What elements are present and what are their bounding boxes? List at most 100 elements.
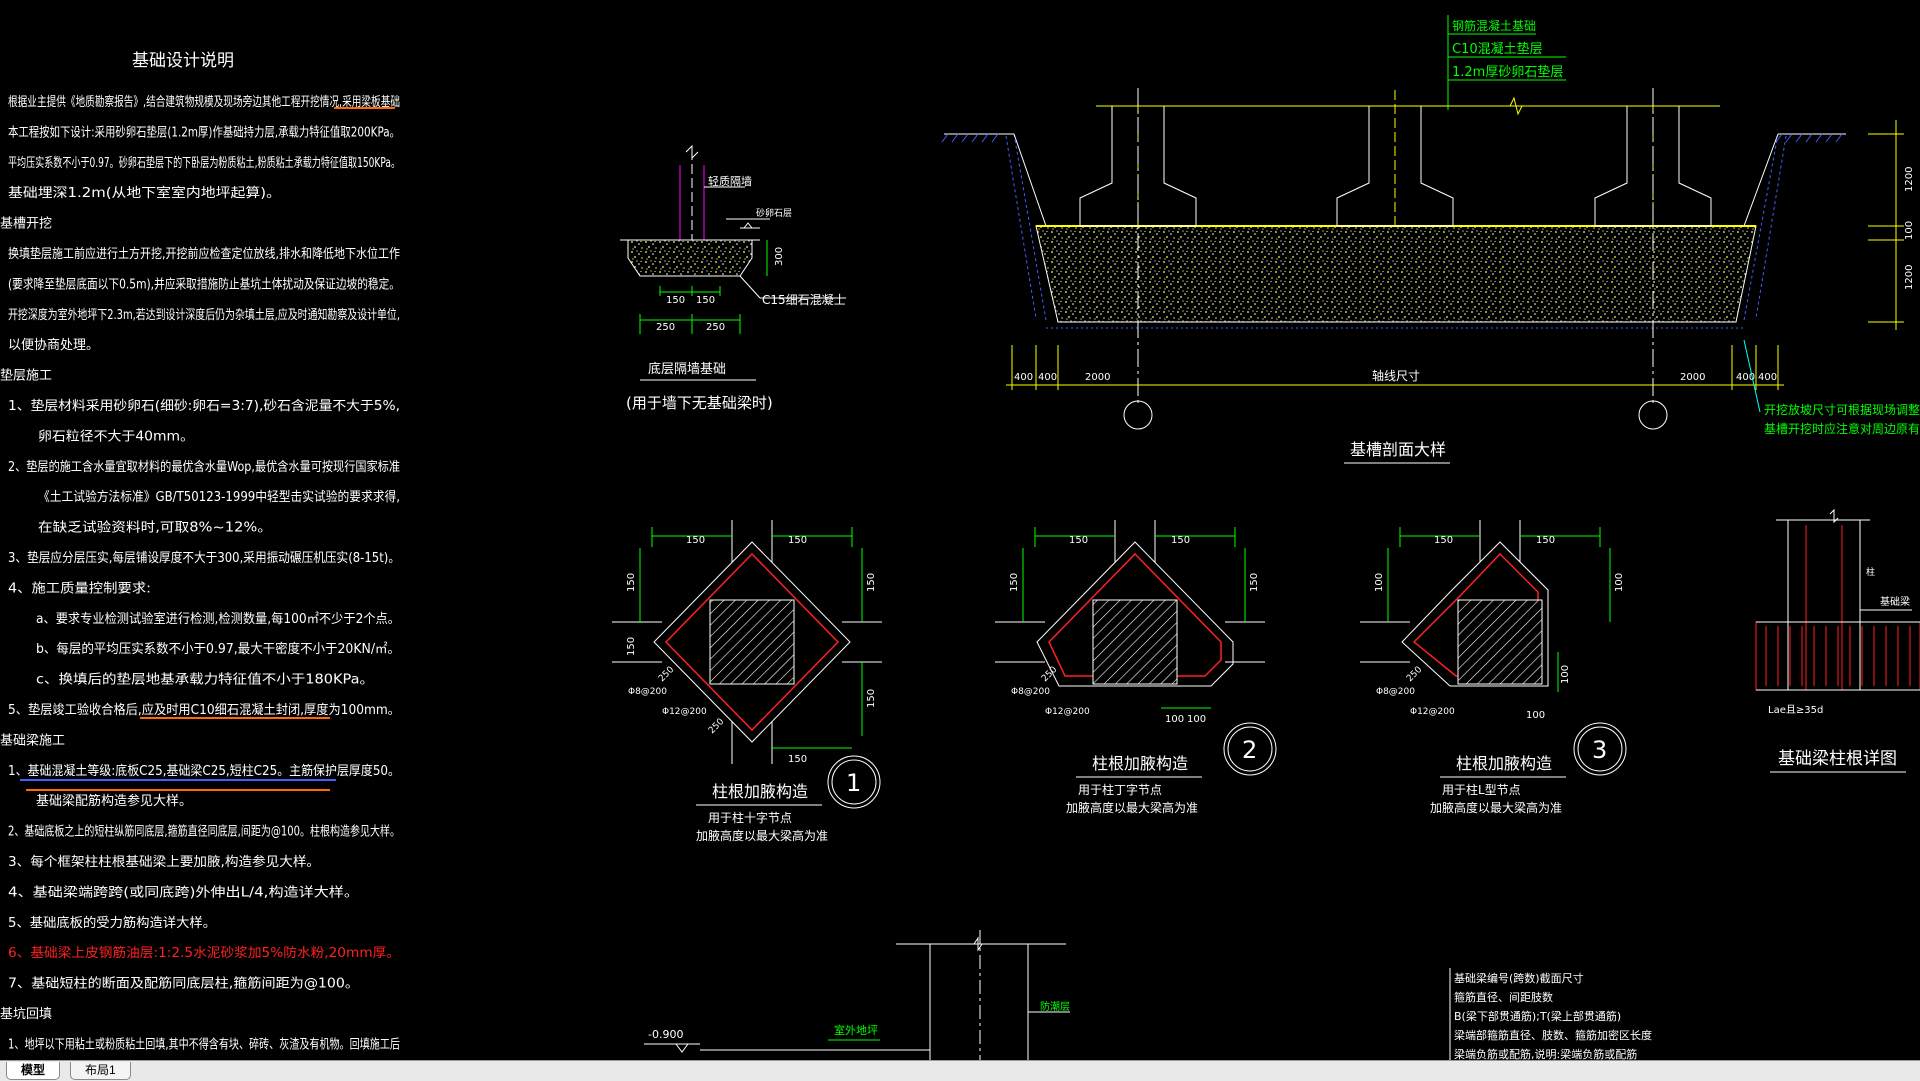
notes-line: a、要求专业检测试验室进行检测,检测数量,每100㎡不少于2个点。 (36, 611, 400, 627)
dim-400: 400 (1758, 372, 1777, 383)
beam-detail-title: 基础梁柱根详图 (1778, 749, 1897, 769)
detail-subtitle: 加腋高度以最大梁高为准 (1430, 800, 1562, 815)
dim-100: 100 (1904, 221, 1915, 240)
notes-line: 根据业主提供《地质勘察报告》,结合建筑物规模及现场旁边其他工程开挖情况,采用梁板… (8, 94, 400, 110)
notes-line: 7、基础短柱的断面及配筋同底层柱,箍筋间距为@100。 (8, 976, 359, 992)
notes-line: 5、垫层竣工验收合格后,应及时用C10细石混凝土封闭,厚度为100mm。 (8, 702, 400, 718)
label-damp-layer: 防潮层 (1040, 1000, 1070, 1013)
label-beam: 基础梁 (1880, 595, 1910, 608)
detail-number-circle (1573, 722, 1627, 776)
dim-400: 400 (1038, 372, 1057, 383)
notes-line: 基坑回填 (0, 1007, 52, 1022)
dim-text: 150 (1249, 573, 1260, 592)
label-wall: 轻质隔墙 (708, 174, 752, 188)
beam-note-line: 梁端部箍筋直径、肢数、箍筋加密区长度 (1454, 1028, 1652, 1042)
section-title: 基槽剖面大样 (1350, 440, 1446, 459)
notes-line: 基槽开挖 (0, 217, 52, 232)
notes-line: 3、垫层应分层压实,每层铺设厚度不大于300,采用振动碾压机压实(8-15t)。 (8, 550, 400, 566)
level-mark: -0.900 (648, 1028, 683, 1041)
rebar-label: Φ8@200 (1376, 687, 1415, 697)
label-lae: Lae且≥35d (1768, 704, 1823, 716)
dim-text: 250 (657, 665, 676, 684)
notes-line: (要求降至垫层底面以下0.5m),并应采取措施防止基坑土体扰动及保证边坡的稳定。 (8, 276, 400, 292)
notes-line: 1、地坪以下用粘土或粉质粘土回填,其中不得含有块、碎砖、灰渣及有机物。回填施工后 (8, 1036, 400, 1052)
detail-subtitle: 用于柱十字节点 (708, 810, 792, 825)
label-cushion: 砂卵石层 (756, 207, 792, 219)
notes-line: 在缺乏试验资料时,可取8%~12%。 (38, 520, 272, 536)
rebar-label: Φ12@200 (662, 707, 707, 717)
dim-1200: 1200 (1904, 167, 1915, 192)
dim-250: 250 (656, 322, 675, 333)
dim-text: 250 (1405, 665, 1424, 684)
label-concrete: C15细石混凝土 (762, 292, 846, 307)
dim-text: 150 (788, 535, 807, 546)
notes-line: 2、垫层的施工含水量宜取材料的最优含水量Wop,最优含水量可按现行国家标准 (8, 459, 400, 475)
rebar-label: Φ8@200 (1011, 687, 1050, 697)
dim-text: 150 (1536, 535, 1555, 546)
notes-line: 1、垫层材料采用砂卵石(细砂:卵石=3:7),砂石含泥量不大于5%, (8, 398, 400, 414)
dim-text: 150 (1171, 535, 1190, 546)
dim-text: 100 (1187, 714, 1206, 725)
notes-title: 基础设计说明 (132, 51, 234, 71)
notes-line: 平均压实系数不小于0.97。砂卵石垫层下的下卧层为粉质粘土,粉质粘土承载力特征值… (8, 155, 400, 171)
dim-2000: 2000 (1680, 372, 1705, 383)
notes-line: 1、基础混凝土等级:底板C25,基础梁C25,短柱C25。主筋保护层厚度50。 (8, 763, 400, 779)
dim-text: 150 (1009, 573, 1020, 592)
dim-text: 100 (1560, 665, 1571, 684)
label-column: 柱 (1866, 566, 1875, 578)
notes-line: 换填垫层施工前应进行土方开挖,开挖前应检查定位放线,排水和降低地下水位工作 (8, 246, 400, 262)
dim-text: 150 (1069, 535, 1088, 546)
dim-text: 150 (1434, 535, 1453, 546)
dim-text: 100 (1165, 714, 1184, 725)
detail-number-circle (1223, 722, 1277, 776)
detail-subtitle: 用于柱丁字节点 (1078, 782, 1162, 797)
rebar-label: Φ12@200 (1410, 707, 1455, 717)
notes-line: 基础梁配筋构造参见大样。 (36, 793, 192, 809)
dim-250: 250 (706, 322, 725, 333)
notes-line: c、换填后的垫层地基承载力特征值不小于180KPa。 (36, 672, 374, 688)
notes-line: 《土工试验方法标准》GB/T50123-1999中轻型击实试验的要求求得, (38, 489, 400, 505)
notes-lines: 根据业主提供《地质勘察报告》,结合建筑物规模及现场旁边其他工程开挖情况,采用梁板… (0, 94, 400, 1052)
detail-title: 柱根加腋构造 (1456, 754, 1552, 773)
dim-1200: 1200 (1904, 265, 1915, 290)
detail-number-circle (827, 755, 881, 809)
section-note-caution: 基槽开挖时应注意对周边原有建筑的 (1764, 421, 1920, 436)
dim-text: 150 (788, 754, 807, 765)
label-outdoor-floor: 室外地坪 (834, 1023, 878, 1037)
notes-line: 4、基础梁端跨跨(或同底跨)外伸出L/4,构造详大样。 (8, 884, 359, 900)
dim-150: 150 (666, 295, 685, 306)
tab-layout-1[interactable]: 布局1 (70, 1062, 131, 1080)
section-note-slope: 开挖放坡尺寸可根据现场调整 (1764, 402, 1920, 417)
rebar-label: Φ12@200 (1045, 707, 1090, 717)
detail-number: 2 (1242, 736, 1257, 764)
notes-line: 基础埋深1.2m(从地下室室内地坪起算)。 (8, 185, 281, 201)
dim-text: 100 (1374, 573, 1385, 592)
beam-note-line: 梁端负筋或配筋,说明:梁端负筋或配筋 (1454, 1047, 1637, 1060)
tab-model[interactable]: 模型 (6, 1062, 61, 1080)
strip-detail-subtitle: (用于墙下无基础梁时) (626, 394, 773, 412)
beam-note-line: 箍筋直径、间距肢数 (1454, 990, 1553, 1004)
detail-title: 柱根加腋构造 (712, 782, 808, 801)
dim-text: 100 (1526, 710, 1545, 721)
dim-text: 150 (686, 535, 705, 546)
rebar-label: Φ8@200 (628, 687, 667, 697)
notes-line: 6、基础梁上皮钢筋油层:1:2.5水泥砂浆加5%防水粉,20mm厚。 (8, 945, 400, 961)
pit-section: 钢筋混凝土基础 C10混凝土垫层 1.2m厚砂卵石垫层 (941, 15, 1920, 464)
notes-line: 4、施工质量控制要求: (8, 581, 151, 596)
dim-2000: 2000 (1085, 372, 1110, 383)
strip-footing-detail: 轻质隔墙 砂卵石层 C15细石混凝土 300 150 150 250 250 底… (620, 144, 846, 412)
beam-column-detail: 柱 基础梁 Lae且≥35d 基础梁柱根详图 (1755, 508, 1920, 773)
layout-tab-bar: 模型 布局1 (0, 1060, 1920, 1081)
detail-title: 柱根加腋构造 (1092, 754, 1188, 773)
dim-text: 250 (707, 717, 726, 736)
notes-line: 以便协商处理。 (8, 338, 99, 353)
detail-subtitle: 加腋高度以最大梁高为准 (1066, 800, 1198, 815)
notes-line: 3、每个框架柱柱根基础梁上要加腋,构造参见大样。 (8, 854, 320, 870)
detail-number: 3 (1592, 736, 1607, 764)
detail-subtitle: 用于柱L型节点 (1442, 782, 1521, 797)
